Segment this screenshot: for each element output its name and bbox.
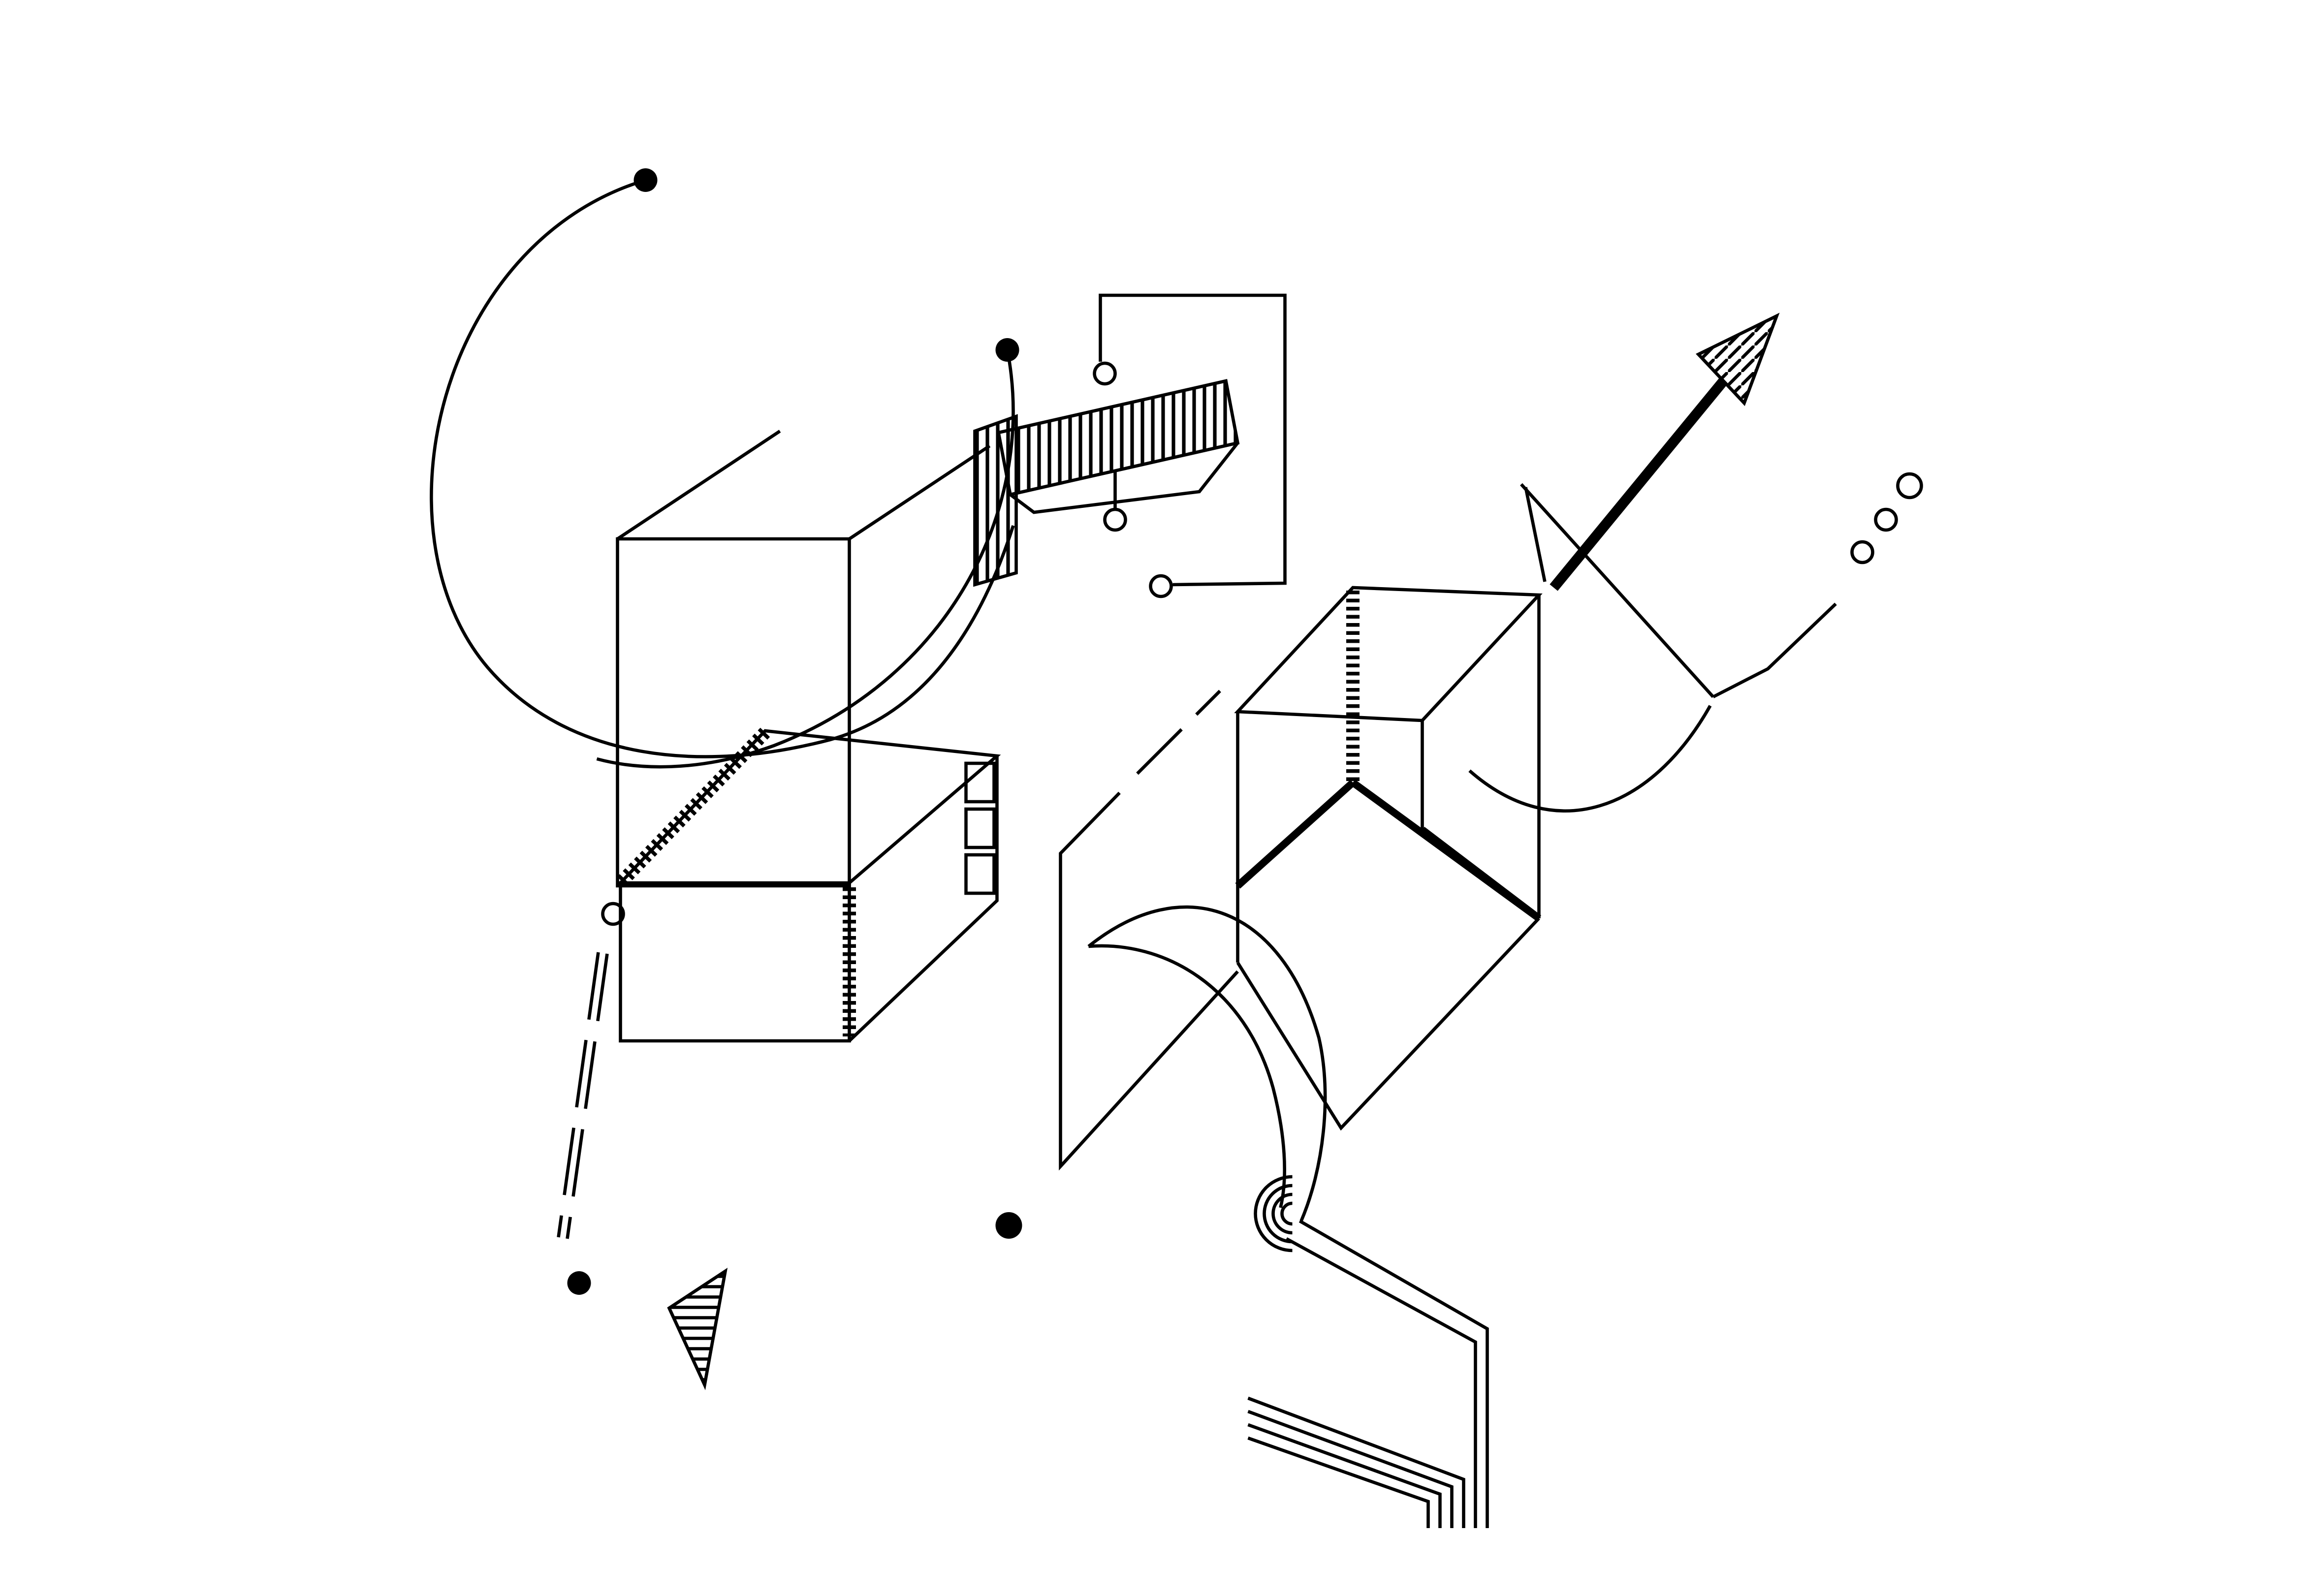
shape-layer (430, 168, 1923, 1528)
sheet-line-3 (1247, 1423, 1442, 1528)
right-under-arc (1468, 705, 1712, 813)
lower-box-hatched-diagonal-edge (617, 727, 770, 886)
striped-ribbon-bar (996, 379, 1240, 497)
sheet-line-2 (1247, 1409, 1454, 1528)
ring-right-2 (1874, 507, 1898, 532)
dashed-rod-line-b (566, 953, 609, 1239)
cube-thick-brace-left (1235, 780, 1356, 889)
lower-box-top-face (619, 729, 1001, 884)
lower-box-front-face (619, 881, 851, 1043)
ripple-arc-3 (1263, 1184, 1293, 1244)
ladder-square-2 (964, 807, 996, 849)
small-ring-left (601, 902, 625, 926)
cube-thick-brace-front (1420, 827, 1542, 921)
upper-box-front-face (616, 537, 851, 888)
zigzag-connector (1712, 602, 1837, 698)
sheet-line-4 (1247, 1436, 1430, 1528)
arrow-shaft (1550, 377, 1728, 591)
large-sweep-arc (430, 178, 1015, 758)
upper-box-top-right-edge (848, 444, 991, 540)
crescent-inner-arc (1088, 944, 1286, 1208)
arrow-cross-tick (1524, 487, 1547, 582)
ripple-arc-4 (1254, 1175, 1293, 1252)
upper-box-top-left-edge (616, 430, 781, 540)
arrow-head-striped (1696, 313, 1780, 407)
bracket-frame (1099, 293, 1287, 587)
frame-ring-top (1093, 361, 1117, 386)
ribbon-outer-fold (1298, 1220, 1489, 1528)
ripple-arc-2 (1271, 1192, 1293, 1235)
ladder-square-1 (964, 761, 996, 804)
tilted-plane (1059, 689, 1239, 1171)
ring-right-3 (1896, 472, 1923, 500)
ripple-arc-1 (1280, 1201, 1293, 1226)
lower-box-side-face (848, 756, 999, 1042)
ribbon-inner-fold (1285, 1237, 1477, 1528)
striped-small-triangle (667, 1268, 728, 1390)
cube-top-face (1234, 586, 1543, 722)
middle-sweep-arc (596, 349, 1015, 769)
frame-ring-middle (1103, 507, 1127, 532)
dashed-rod-line-a (557, 952, 600, 1238)
ladder-square-3 (964, 853, 996, 895)
ribbon-bar-underside (1009, 441, 1239, 514)
cube-bottom-edges (1236, 917, 1540, 1131)
arrow-cross-line (1520, 483, 1714, 698)
dot-bottom-center (995, 1212, 1022, 1239)
frame-ring-bottom (1149, 574, 1173, 598)
dot-bottom-left (567, 1271, 591, 1295)
crescent-outer-arc (1087, 905, 1327, 1222)
ring-right-1 (1850, 540, 1874, 564)
sheet-line-1 (1247, 1396, 1465, 1528)
